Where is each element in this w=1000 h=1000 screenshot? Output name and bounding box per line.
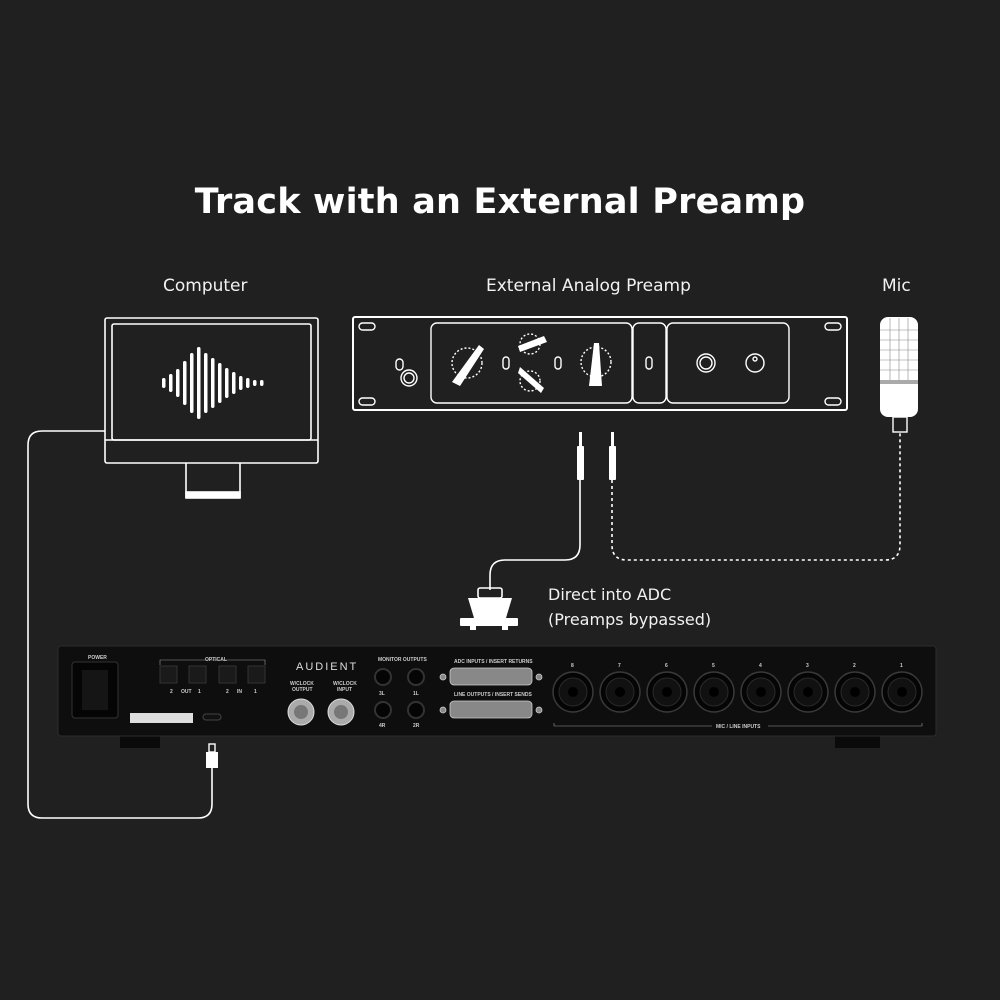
mic-label: Mic bbox=[882, 276, 911, 296]
preamps-bypassed-note: (Preamps bypassed) bbox=[548, 610, 712, 629]
channel-number: 6 bbox=[665, 663, 668, 669]
line-outputs-label: LINE OUTPUTS / INSERT SENDS bbox=[454, 692, 532, 698]
mic-line-inputs-label: MIC / LINE INPUTS bbox=[716, 724, 761, 730]
xlr-combo-inputs: 8 7 6 5 4 3 2 1 bbox=[552, 663, 923, 713]
monitor-port-label: 1L bbox=[413, 691, 419, 697]
optical-port-label: 1 bbox=[198, 689, 201, 695]
waveform-bar bbox=[253, 380, 257, 386]
waveform-bar bbox=[190, 353, 194, 413]
wclock-output-label: W/CLOCK bbox=[290, 681, 314, 687]
channel-number: 3 bbox=[806, 663, 809, 669]
waveform-bar bbox=[197, 347, 201, 419]
power-label: POWER bbox=[88, 655, 107, 661]
jack-hole bbox=[756, 687, 766, 697]
channel-number: 2 bbox=[853, 663, 856, 669]
waveform-bar bbox=[225, 368, 229, 398]
computer-monitor bbox=[104, 317, 319, 499]
jack-hole bbox=[662, 687, 672, 697]
preamp-knobs bbox=[452, 336, 602, 393]
jack-hole bbox=[803, 687, 813, 697]
external-preamp bbox=[352, 316, 848, 411]
channel-number: 5 bbox=[712, 663, 715, 669]
waveform-bar bbox=[260, 380, 264, 386]
waveform-bar bbox=[211, 358, 215, 408]
wclock-input-label: W/CLOCK bbox=[333, 681, 357, 687]
optical-port-label: IN bbox=[237, 689, 242, 695]
optical-port-label: 2 bbox=[226, 689, 229, 695]
waveform-icon bbox=[162, 347, 264, 419]
trs-plugs bbox=[577, 432, 616, 480]
usb-plug-icon bbox=[206, 743, 218, 768]
jack-hole bbox=[615, 687, 625, 697]
waveform-bar bbox=[183, 361, 187, 405]
waveform-bar bbox=[239, 376, 243, 390]
channel-number: 1 bbox=[900, 663, 903, 669]
optical-port-label: 1 bbox=[254, 689, 257, 695]
waveform-bar bbox=[162, 378, 166, 388]
monitor-outputs-label: MONITOR OUTPUTS bbox=[378, 657, 427, 663]
wclock-input-label: INPUT bbox=[337, 687, 352, 693]
direct-adc-note: Direct into ADC bbox=[548, 585, 672, 604]
monitor-port-label: 2R bbox=[413, 723, 420, 729]
waveform-bar bbox=[246, 378, 250, 388]
jack-hole bbox=[709, 687, 719, 697]
optical-port-label: 2 bbox=[170, 689, 173, 695]
monitor-port-label: 4R bbox=[379, 723, 386, 729]
waveform-bar bbox=[204, 353, 208, 413]
page-title: Track with an External Preamp bbox=[194, 182, 806, 222]
channel-number: 7 bbox=[618, 663, 621, 669]
waveform-bar bbox=[232, 372, 236, 394]
wclock-output-label: OUTPUT bbox=[292, 687, 313, 693]
waveform-bar bbox=[218, 363, 222, 403]
waveform-bar bbox=[169, 374, 173, 392]
adc-inputs-label: ADC INPUTS / INSERT RETURNS bbox=[454, 659, 533, 665]
channel-number: 8 bbox=[571, 663, 574, 669]
jack-hole bbox=[897, 687, 907, 697]
jack-hole bbox=[568, 687, 578, 697]
mic-cable bbox=[611, 432, 901, 561]
monitor-port-label: 3L bbox=[379, 691, 385, 697]
audio-interface-rear-panel: POWER OPTICAL 2 OUT 1 2 IN 1 AUDIENT W/C… bbox=[57, 645, 937, 748]
jack-hole bbox=[850, 687, 860, 697]
channel-number: 4 bbox=[759, 663, 762, 669]
optical-port-label: OUT bbox=[181, 689, 192, 695]
preamp-label: External Analog Preamp bbox=[486, 276, 691, 296]
direct-cable bbox=[489, 480, 581, 590]
computer-label: Computer bbox=[163, 276, 248, 296]
warning-label bbox=[130, 713, 193, 723]
microphone-icon bbox=[880, 317, 918, 433]
db25-connector-icon bbox=[460, 587, 518, 630]
usb-cable bbox=[27, 430, 213, 819]
usb-c-port bbox=[202, 713, 222, 721]
waveform-bar bbox=[176, 369, 180, 397]
brand-logo: AUDIENT bbox=[296, 661, 358, 673]
